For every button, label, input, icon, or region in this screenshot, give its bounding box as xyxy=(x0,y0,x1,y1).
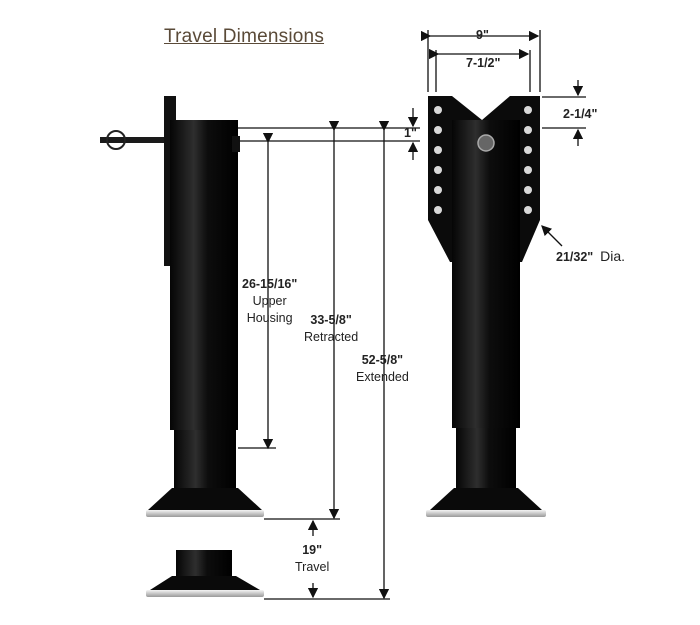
label-travel: 19" Travel xyxy=(295,543,330,574)
bracket-holes xyxy=(434,106,532,214)
side-base xyxy=(148,488,262,510)
extended-foot-pad xyxy=(146,590,264,597)
diagram-title: Travel Dimensions xyxy=(164,26,325,47)
front-lower-tube xyxy=(456,428,516,490)
dimension-lines xyxy=(238,30,586,600)
label-width-inner: 7-1/2" xyxy=(466,56,501,70)
side-bolt xyxy=(100,137,170,143)
front-view-jack xyxy=(426,96,546,517)
front-base xyxy=(430,488,542,510)
extended-foot-tube xyxy=(176,550,232,578)
label-width-outer: 9" xyxy=(476,28,489,42)
side-view-jack xyxy=(100,96,264,597)
side-upper-housing xyxy=(170,120,238,430)
label-top-offset: 2-1/4" xyxy=(563,107,598,121)
side-bolt-ring xyxy=(106,130,126,150)
front-pivot-bolt xyxy=(477,134,495,152)
front-upper-housing xyxy=(452,120,520,428)
extended-foot-base xyxy=(150,576,260,590)
side-lower-tube xyxy=(174,430,236,490)
label-hole-dia: 21/32" Dia. xyxy=(556,248,626,264)
label-upper-housing: 26-15/16" Upper Housing xyxy=(242,277,298,325)
side-foot-pad xyxy=(146,510,264,517)
dim-hole-leader xyxy=(541,225,563,247)
label-one-inch: 1" xyxy=(404,126,417,140)
label-retracted: 33-5/8" Retracted xyxy=(304,313,359,344)
label-extended: 52-5/8" Extended xyxy=(356,353,409,384)
front-foot-pad xyxy=(426,510,546,517)
